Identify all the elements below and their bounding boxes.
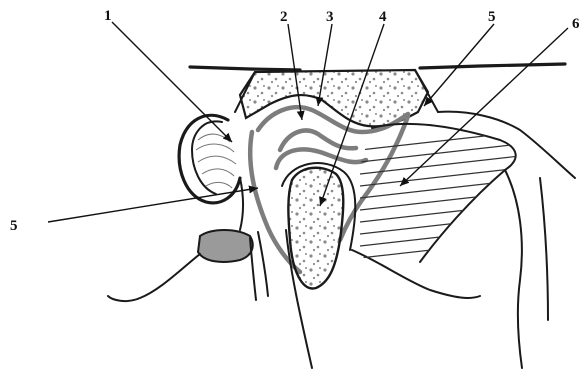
label-2: 2	[280, 9, 288, 25]
joint-capsule-right	[340, 116, 408, 240]
mastoid-process	[198, 230, 253, 262]
pterygoid-plate	[540, 178, 548, 320]
pointer-6	[400, 28, 568, 186]
label-6: 6	[572, 16, 580, 32]
label-5-left: 5	[10, 218, 18, 234]
pointer-5-left	[48, 188, 258, 222]
mandibular-condyle	[288, 168, 343, 289]
synovial-lower	[276, 149, 366, 168]
ear-connector	[240, 178, 243, 230]
lateral-pterygoid-muscle	[360, 124, 520, 262]
ear-shading	[196, 134, 236, 188]
pointer-1	[112, 22, 232, 142]
label-3: 3	[326, 9, 334, 25]
label-1: 1	[104, 8, 112, 24]
synovial-upper	[280, 131, 356, 150]
skull-base-line	[190, 64, 565, 70]
ear-lobe-curve	[108, 254, 200, 301]
pharyngeal-wall	[505, 170, 522, 368]
label-5-top: 5	[488, 9, 496, 25]
label-4: 4	[379, 9, 387, 25]
